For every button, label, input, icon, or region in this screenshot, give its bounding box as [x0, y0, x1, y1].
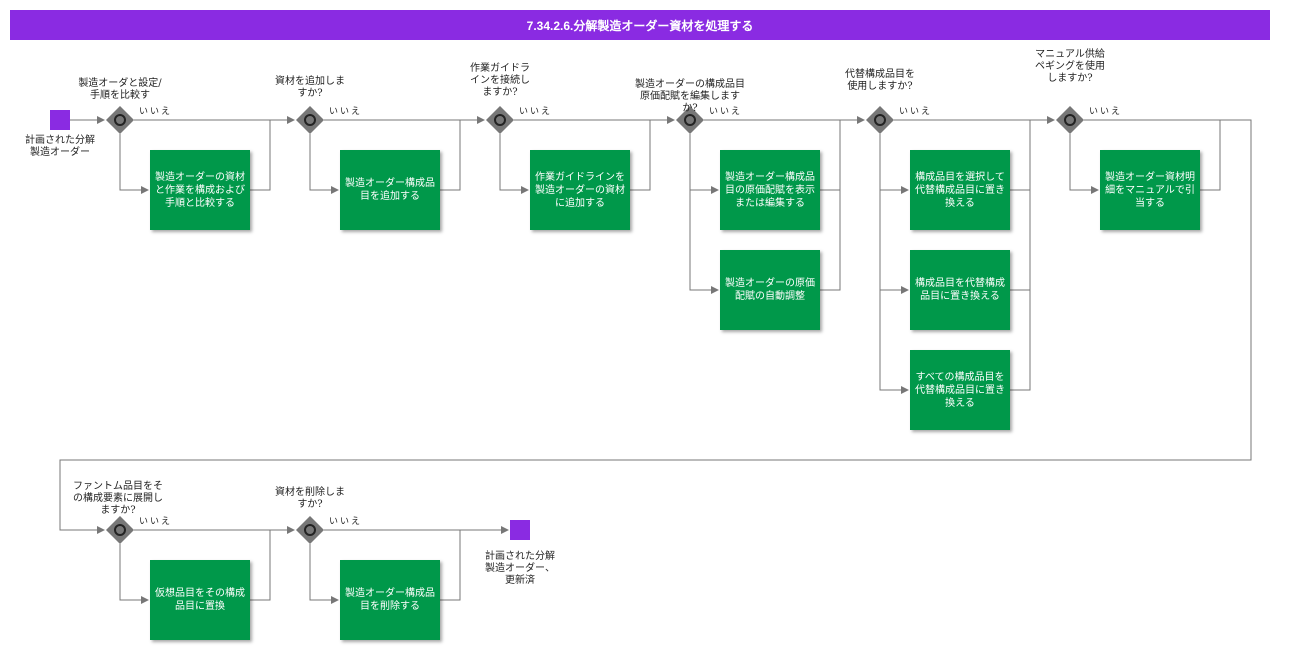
gateway-7 — [106, 516, 134, 544]
gateway-6 — [1056, 106, 1084, 134]
connector — [704, 119, 841, 291]
connector — [879, 134, 909, 394]
gateway-question: 資材を追加しますか? — [275, 76, 345, 99]
task-delete-component[interactable]: 製造オーダー構成品目を削除する — [340, 560, 440, 640]
gateway-8 — [296, 516, 324, 544]
task-auto-adjust-cost[interactable]: 製造オーダーの原価配賦の自動調整 — [720, 250, 820, 330]
gateway-no-label: いいえ — [329, 517, 363, 527]
gateway-question: 代替構成品目を使用しますか? — [845, 69, 915, 92]
connector — [1084, 119, 1221, 191]
task-replace-all-substitute[interactable]: すべての構成品目を代替構成品目に置き換える — [910, 350, 1010, 430]
connector — [499, 134, 529, 194]
gateway-question: 製造オーダと設定/手順を比較す — [78, 78, 162, 101]
connector — [309, 134, 339, 194]
gateway-no-label: いいえ — [899, 107, 933, 117]
start-event-label: 計画された分解製造オーダー — [25, 135, 95, 158]
gateway-3 — [486, 106, 514, 134]
task-compare-order[interactable]: 製造オーダーの資材と作業を構成および手順と比較する — [150, 150, 250, 230]
gateway-5 — [866, 106, 894, 134]
gateway-1 — [106, 106, 134, 134]
gateway-no-label: いいえ — [329, 107, 363, 117]
gateway-no-label: いいえ — [139, 517, 173, 527]
task-edit-cost-allocation[interactable]: 製造オーダー構成品目の原価配賦を表示または編集する — [720, 150, 820, 230]
gateway-no-label: いいえ — [139, 107, 173, 117]
gateway-question: マニュアル供給ペギングを使用しますか? — [1035, 49, 1105, 84]
gateway-question: 製造オーダーの構成品目原価配賦を編集しますか? — [635, 79, 745, 114]
connector — [689, 134, 719, 294]
end-event — [510, 520, 530, 540]
task-manual-pegging[interactable]: 製造オーダー資材明細をマニュアルで引当する — [1100, 150, 1200, 230]
gateway-question: ファントム品目をその構成要素に展開しますか? — [73, 481, 163, 516]
gateway-2 — [296, 106, 324, 134]
gateway-question: 資材を削除しますか? — [275, 487, 345, 510]
connector — [894, 119, 1031, 391]
task-add-work-guideline[interactable]: 作業ガイドラインを製造オーダーの資材に追加する — [530, 150, 630, 230]
task-replace-substitute[interactable]: 構成品目を代替構成品目に置き換える — [910, 250, 1010, 330]
diagram-title: 7.34.2.6.分解製造オーダー資材を処理する — [10, 10, 1270, 40]
connector — [324, 119, 461, 191]
task-add-component[interactable]: 製造オーダー構成品目を追加する — [340, 150, 440, 230]
gateway-4 — [676, 106, 704, 134]
connector — [134, 119, 271, 191]
connector — [309, 544, 339, 604]
connector — [119, 544, 149, 604]
connector — [59, 119, 1252, 534]
gateway-no-label: いいえ — [1089, 107, 1123, 117]
gateway-no-label: いいえ — [709, 107, 743, 117]
connector — [1069, 134, 1099, 194]
task-explode-phantom[interactable]: 仮想品目をその構成品目に置換 — [150, 560, 250, 640]
connector — [514, 119, 651, 191]
task-select-substitute[interactable]: 構成品目を選択して代替構成品目に置き換える — [910, 150, 1010, 230]
connector — [324, 529, 461, 601]
start-event — [50, 110, 70, 130]
connector — [119, 134, 149, 194]
end-event-label: 計画された分解製造オーダー、更新済 — [485, 551, 555, 586]
gateway-question: 作業ガイドラインを接続しますか? — [470, 63, 530, 98]
connector — [134, 529, 271, 601]
gateway-no-label: いいえ — [519, 107, 553, 117]
